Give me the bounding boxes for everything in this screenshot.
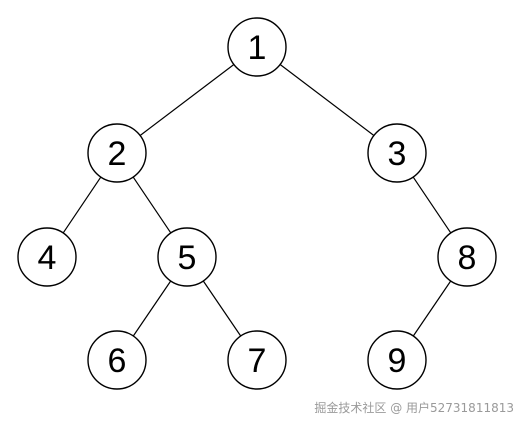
node-label: 6 [108,342,127,380]
node-circle [227,17,287,77]
node-circle [17,227,77,287]
node-label: 7 [248,342,267,380]
edge-n2-n4 [62,176,102,234]
tree-node-9: 9 [367,330,427,390]
tree-node-4: 4 [17,227,77,287]
tree-node-5: 5 [157,227,217,287]
tree-node-3: 3 [367,123,427,183]
node-circle [87,330,147,390]
edge-n1-n2 [139,64,235,136]
node-circle [437,227,497,287]
node-circle [367,330,427,390]
edge-n3-n8 [412,176,452,234]
edge-n5-n6 [132,280,172,337]
node-label: 8 [458,239,477,277]
tree-node-1: 1 [227,17,287,77]
node-label: 3 [388,135,407,173]
node-label: 1 [248,29,267,67]
tree-node-7: 7 [227,330,287,390]
node-label: 4 [38,239,57,277]
edge-n8-n9 [412,280,452,337]
node-circle [367,123,427,183]
node-circle [227,330,287,390]
tree-node-8: 8 [437,227,497,287]
tree-edges [62,64,452,337]
node-label: 5 [178,239,197,277]
edge-n1-n3 [279,64,375,136]
node-label: 2 [108,135,127,173]
node-circle [157,227,217,287]
node-label: 9 [388,342,407,380]
watermark: 掘金技术社区 @ 用户52731811813 [314,401,514,415]
tree-nodes: 1 2 3 4 5 8 6 7 9 [17,17,497,390]
tree-node-6: 6 [87,330,147,390]
tree-node-2: 2 [87,123,147,183]
edge-n2-n5 [132,176,172,234]
edge-n5-n7 [202,280,242,337]
node-circle [87,123,147,183]
